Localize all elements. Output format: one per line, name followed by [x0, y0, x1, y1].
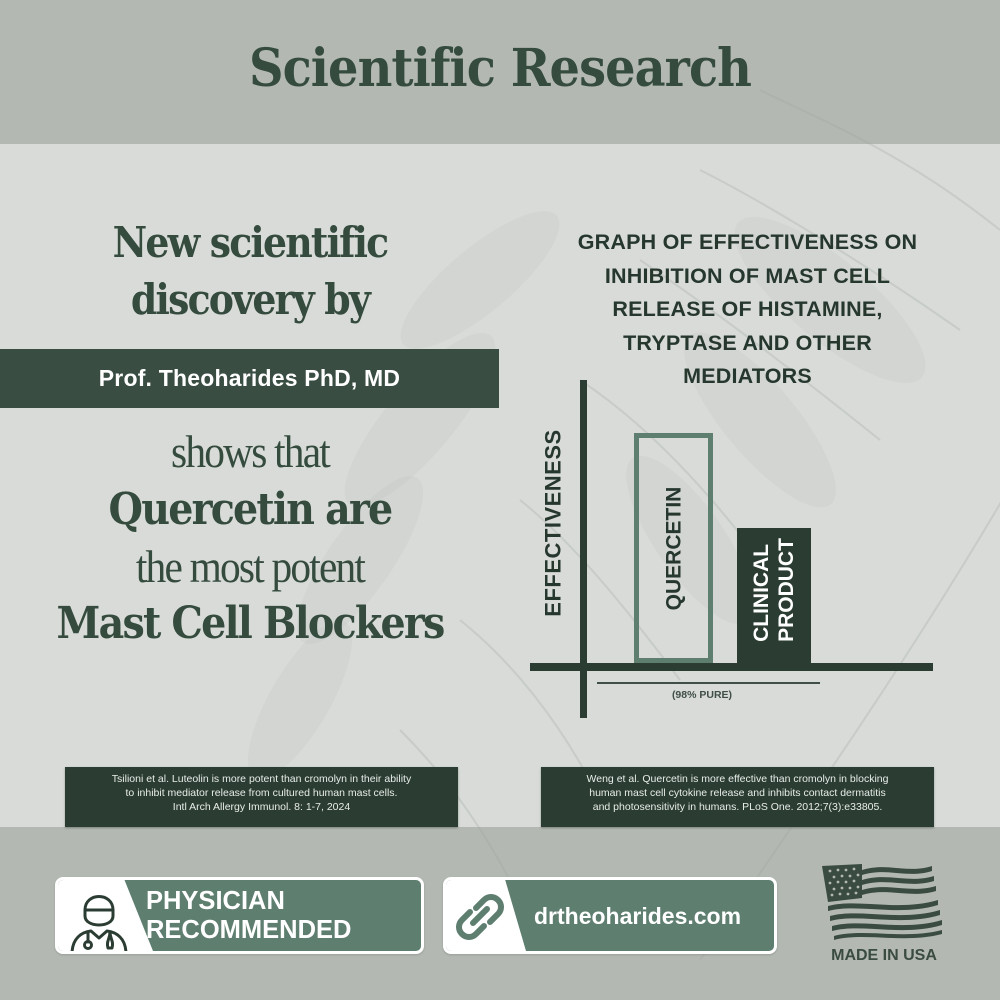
reference-line: and photosensitivity in humans. PLoS One… [592, 801, 883, 813]
doctor-icon [70, 895, 128, 951]
bar-clinical-product-label: CLINICAL PRODUCT [749, 538, 799, 642]
reference-citation-1: Tsilioni et al. Luteolin is more potent … [65, 767, 458, 827]
headline-line-2: discovery by [130, 275, 371, 324]
chart-title-line: GRAPH OF EFFECTIVENESS ON [577, 230, 918, 254]
made-in-usa-label: MADE IN USA [831, 947, 937, 964]
chart-title-line: TRYPTASE AND OTHER [623, 330, 872, 355]
physician-recommended-text: PHYSICIAN RECOMMENDED [146, 887, 351, 945]
chart-title-line: MEDIATORS [683, 364, 812, 388]
header-band [0, 0, 1000, 144]
purity-underline [597, 682, 820, 684]
y-axis-label: EFFECTIVENESS [536, 420, 572, 625]
x-axis [530, 663, 933, 671]
reference-line: Intl Arch Allergy Immunol. 8: 1-7, 2024 [172, 801, 351, 813]
reference-line: Weng et al. Quercetin is more effective … [586, 773, 889, 785]
website-url[interactable]: drtheoharides.com [534, 903, 742, 929]
headline-line-4: Quercetin are [108, 484, 394, 535]
bar-label-line: PRODUCT [775, 537, 798, 642]
chart-title-line: RELEASE OF HISTAMINE, [612, 297, 883, 321]
chart-title-line: INHIBITION OF MAST CELL [604, 263, 891, 288]
chart-title: GRAPH OF EFFECTIVENESS ON INHIBITION OF … [530, 226, 965, 394]
author-banner: Prof. Theoharides PhD, MD [0, 349, 499, 408]
badge-line: PHYSICIAN [146, 887, 285, 915]
physician-recommended-badge: PHYSICIAN RECOMMENDED [55, 877, 424, 954]
bar-quercetin: QUERCETIN [634, 433, 713, 663]
reference-line: human mast cell cytokine release and inh… [589, 787, 886, 799]
headline-line-1: New scientific [112, 218, 390, 267]
bar-label-line: CLINICAL [750, 543, 773, 642]
purity-annotation: (98% PURE) [671, 689, 733, 701]
usa-flag-icon [822, 864, 942, 940]
reference-line: to inhibit mediator release from culture… [125, 787, 398, 799]
reference-line: Tsilioni et al. Luteolin is more potent … [111, 773, 412, 785]
website-link-badge[interactable]: drtheoharides.com [443, 877, 777, 954]
link-chain-icon [456, 894, 504, 940]
bar-clinical-product: CLINICAL PRODUCT [737, 528, 811, 665]
y-axis [580, 380, 587, 718]
bar-quercetin-label: QUERCETIN [662, 486, 685, 610]
headline-line-6: Mast Cell Blockers [56, 598, 446, 649]
page-title: Scientific Research [248, 38, 752, 99]
y-axis-label-text: EFFECTIVENESS [541, 428, 567, 617]
reference-citation-2: Weng et al. Quercetin is more effective … [541, 767, 934, 827]
headline-line-3: shows that [171, 426, 331, 477]
badge-line: RECOMMENDED [146, 916, 352, 944]
headline-line-5: the most potent [135, 541, 366, 592]
